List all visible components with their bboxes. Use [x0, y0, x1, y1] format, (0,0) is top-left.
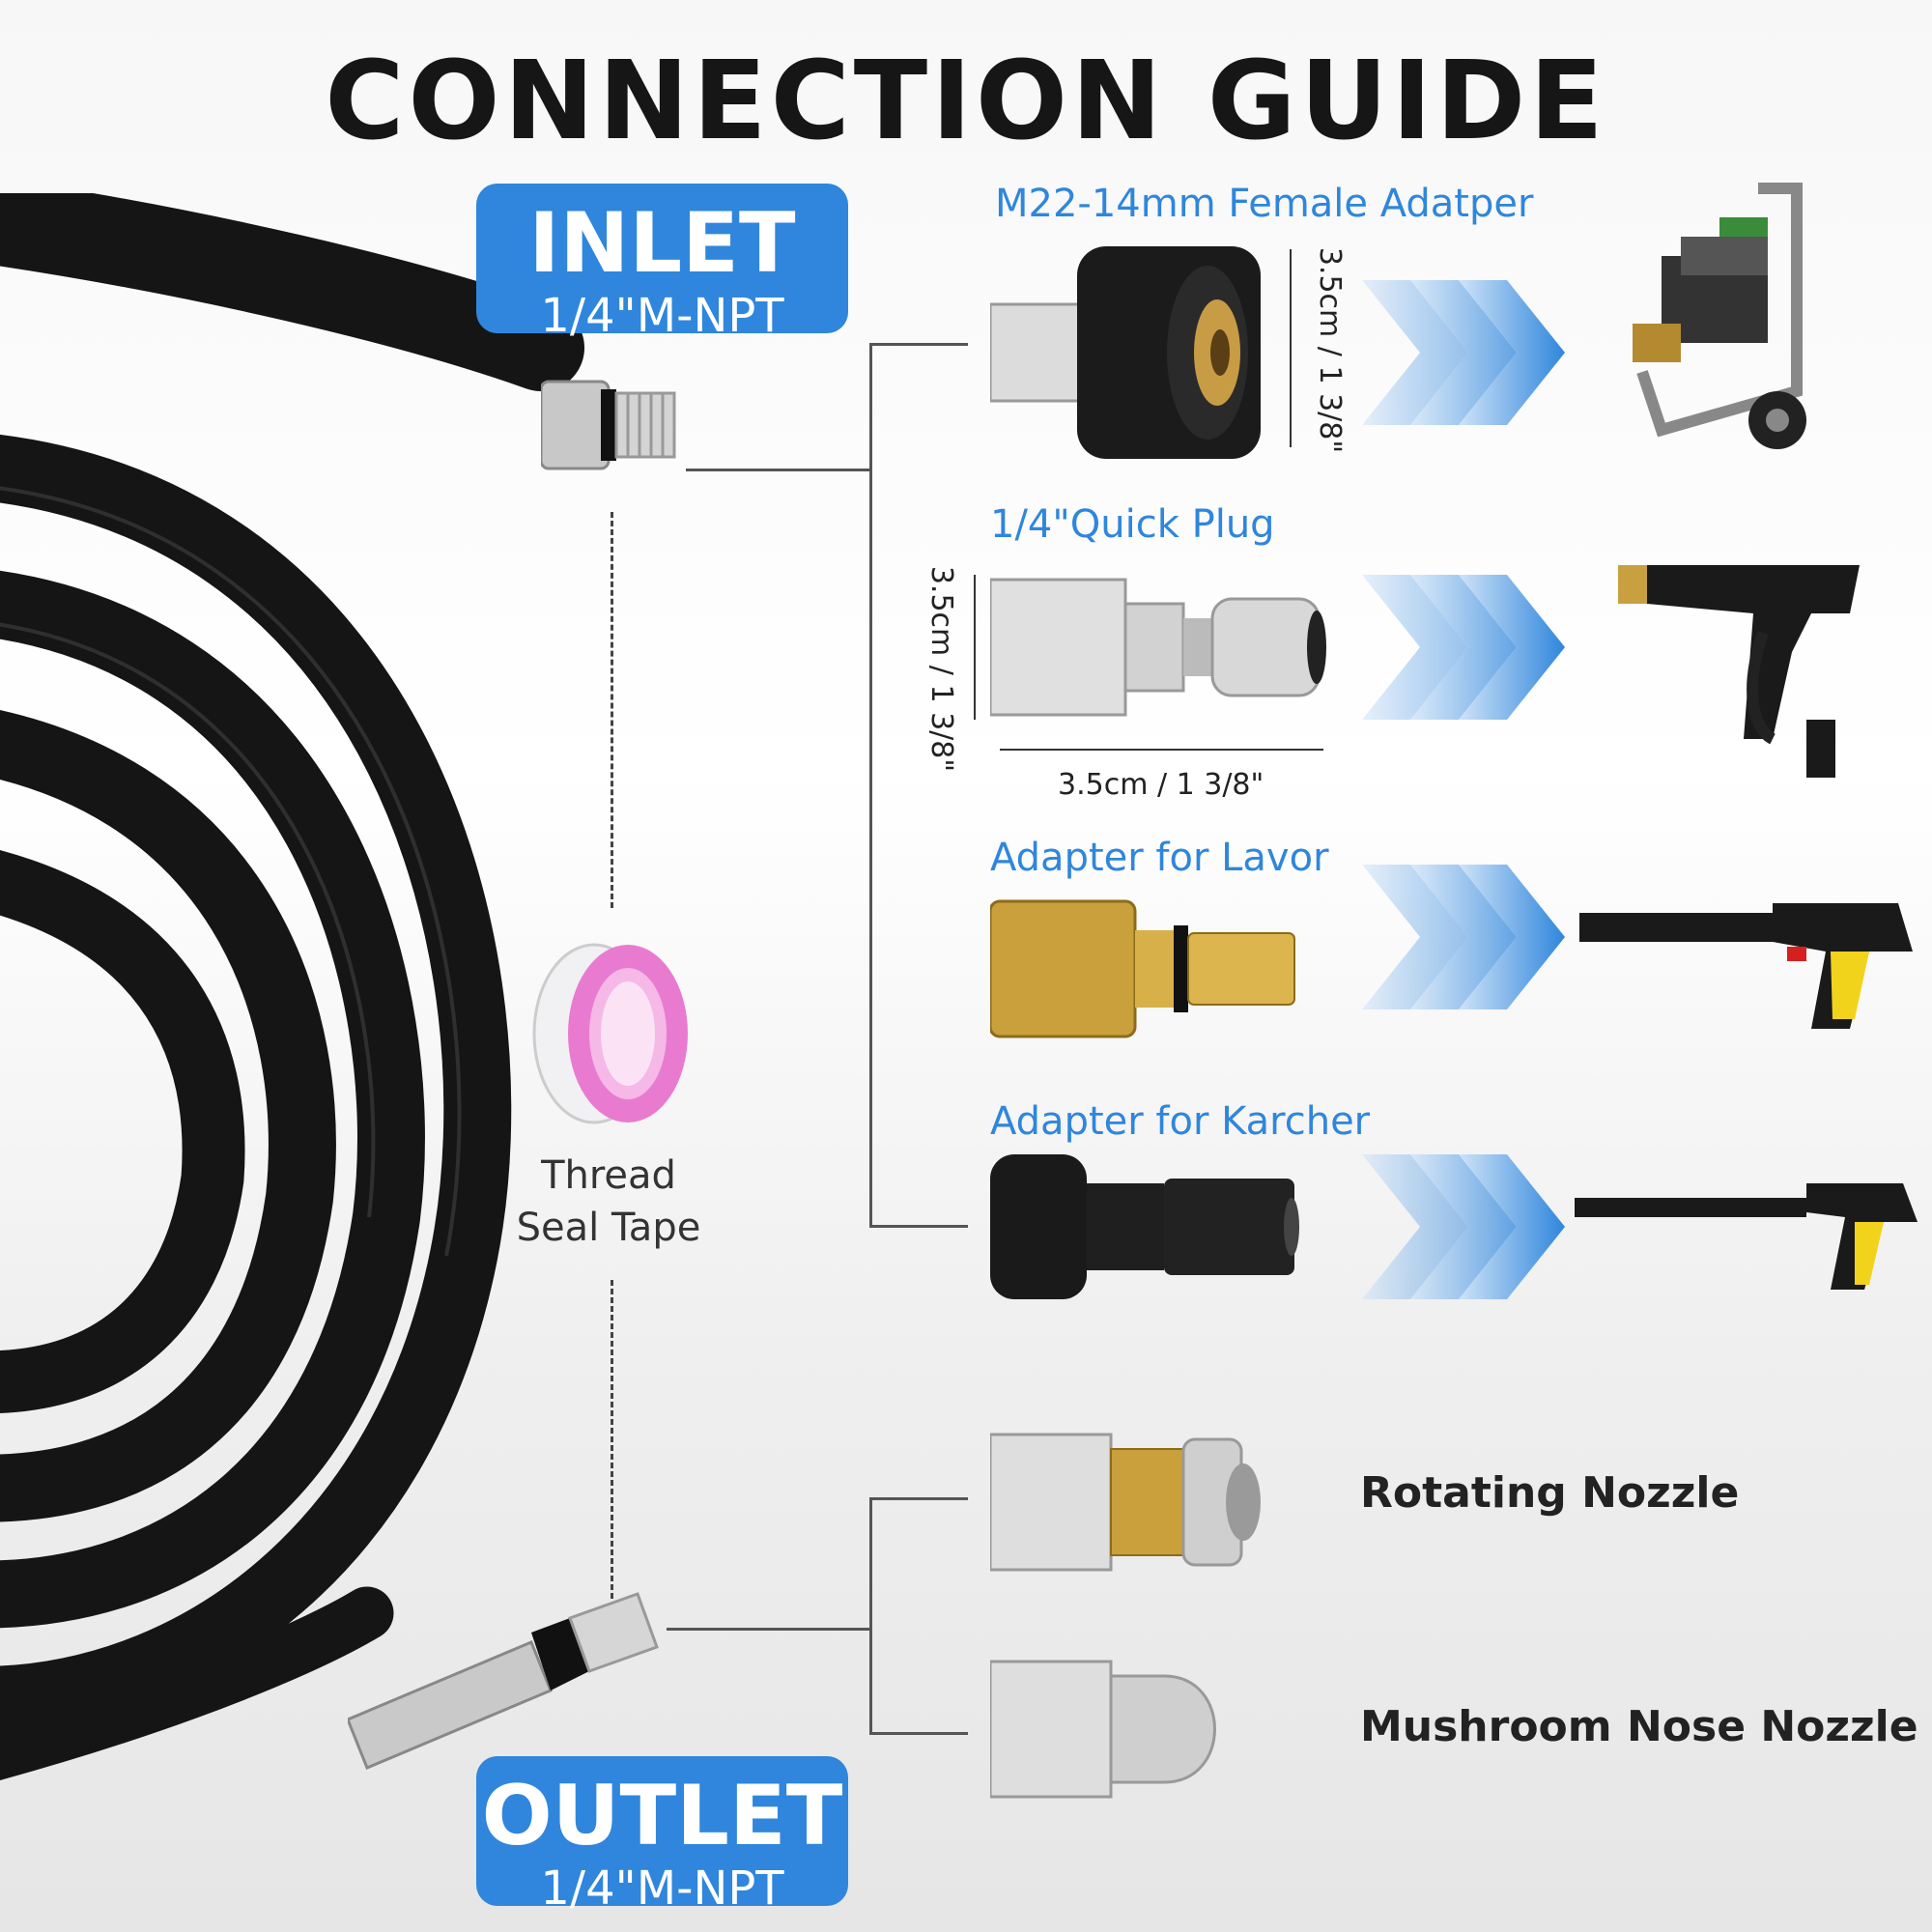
arrow-chevrons-4: [1362, 1154, 1565, 1299]
inlet-connector-line: [686, 469, 871, 471]
inlet-thread: 1/4"M-NPT: [540, 289, 784, 343]
tape-label-line2: Seal Tape: [516, 1206, 701, 1250]
inlet-label: INLET: [528, 195, 796, 292]
outlet-bracket-vertical: [869, 1497, 872, 1734]
thread-seal-tape-image: [532, 943, 688, 1124]
arrow-chevrons-3: [1362, 865, 1565, 1009]
arrow-chevrons-1: [1362, 280, 1565, 425]
inlet-bracket-vertical: [869, 343, 872, 1227]
m22-adapter-image: [990, 246, 1261, 459]
m22-dimension-line: [1290, 249, 1292, 447]
bracket-tick-4: [869, 1225, 968, 1228]
outlet-fitting-image: [348, 1592, 659, 1770]
adapter-m22-label: M22-14mm Female Adatper: [995, 182, 1534, 226]
tape-label-line1: Thread: [541, 1153, 676, 1198]
adapter-karcher-label: Adapter for Karcher: [990, 1099, 1371, 1144]
outlet-badge: OUTLET 1/4"M-NPT: [476, 1756, 848, 1915]
outlet-label: OUTLET: [481, 1768, 843, 1864]
adapter-quick-plug-label: 1/4"Quick Plug: [990, 502, 1275, 547]
adapter-lavor-label: Adapter for Lavor: [990, 836, 1329, 880]
m22-dimension-label: 3.5cm / 1 3/8": [1313, 246, 1348, 454]
lavor-adapter-image: [990, 899, 1295, 1038]
karcher-spray-gun-icon: [1575, 1183, 1918, 1290]
quick-plug-dimension-label: 3.5cm / 1 3/8": [924, 565, 959, 773]
bracket-tick-nozzle-2: [869, 1732, 968, 1735]
coiled-hose-image: [0, 193, 584, 1780]
mushroom-nose-nozzle-label: Mushroom Nose Nozzle: [1360, 1702, 1918, 1751]
karcher-adapter-image: [990, 1154, 1299, 1299]
quick-plug-horizontal-dimension-line: [1000, 749, 1323, 751]
pressure-washer-machine-icon: [1633, 183, 1806, 449]
bracket-tick-nozzle-1: [869, 1497, 968, 1500]
lavor-spray-gun-icon: [1579, 903, 1913, 1029]
thread-seal-tape-label: Thread Seal Tape: [483, 1150, 734, 1254]
page-title: CONNECTION GUIDE: [325, 39, 1607, 164]
quick-plug-adapter-image: [990, 578, 1326, 717]
inlet-badge: INLET 1/4"M-NPT: [476, 184, 848, 342]
quick-plug-vertical-dimension-line: [974, 575, 976, 720]
spray-gun-icon: [1618, 565, 1860, 778]
inlet-fitting-image: [541, 380, 676, 470]
quick-plug-width-label: 3.5cm / 1 3/8": [1058, 768, 1264, 802]
dashed-connector-bottom: [611, 1280, 613, 1599]
rotating-nozzle-label: Rotating Nozzle: [1360, 1468, 1740, 1518]
dashed-connector-top: [611, 512, 613, 908]
outlet-thread: 1/4"M-NPT: [540, 1861, 784, 1916]
arrow-chevrons-2: [1362, 575, 1565, 720]
bracket-tick-1: [869, 343, 968, 346]
rotating-nozzle-image: [990, 1433, 1261, 1572]
mushroom-nose-nozzle-image: [990, 1660, 1216, 1799]
outlet-connector-line: [667, 1628, 871, 1631]
